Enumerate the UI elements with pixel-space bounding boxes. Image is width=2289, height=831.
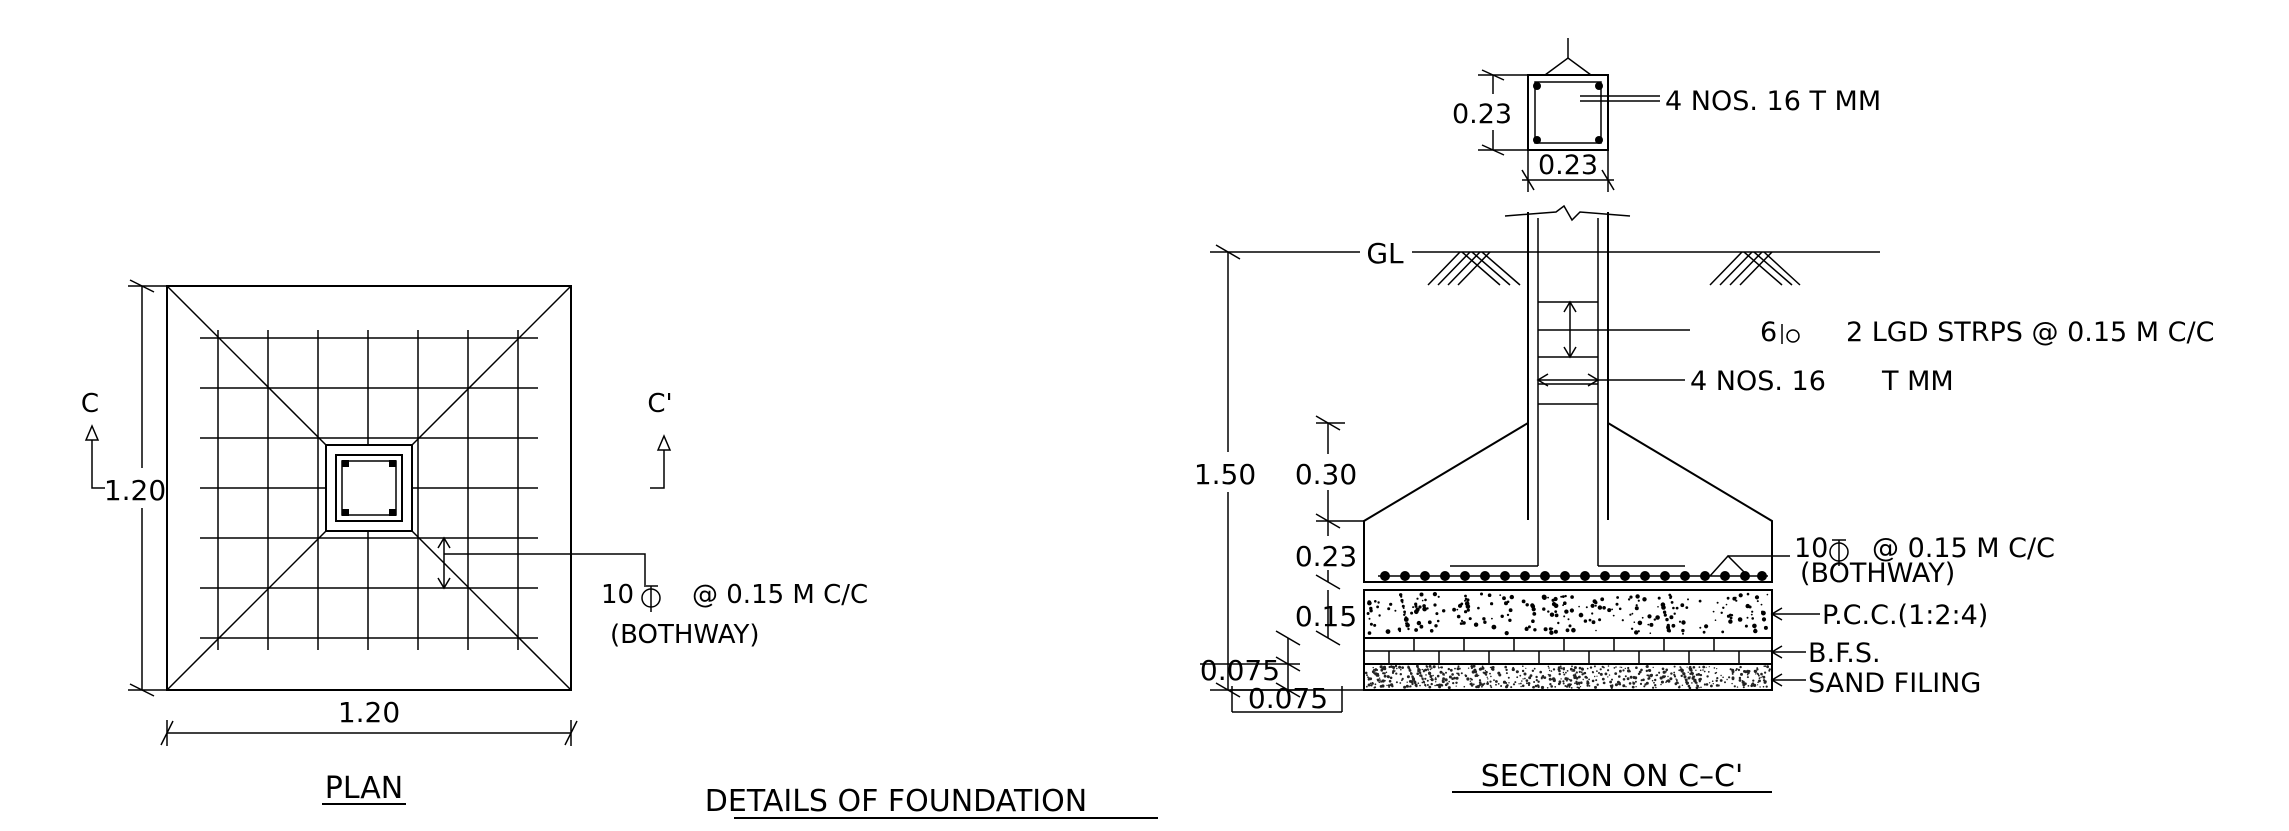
sand-stipple [1364,664,1771,690]
plan-spacing-arrow [437,577,451,590]
plan-footing-outline [166,285,572,691]
plan-view: 1.20 1.20 C C' 10 @ 0.15 M C/C (BOTHWAY)… [81,279,868,806]
earth-hatch [1427,251,1801,286]
plan-column-tie [341,460,397,516]
plan-rebar-label-size: 10 [601,580,634,610]
dim-slope: 0.30 [1295,458,1357,491]
diameter-symbol [641,585,661,612]
mild-steel-symbol [1781,324,1800,344]
dim-sand: 0.075 [1248,682,1328,715]
section-line-left [91,440,105,489]
plan-hip-line [401,285,572,456]
diameter-symbol [1829,539,1849,566]
plan-rebar-label-spacing: @ 0.15 M C/C [692,580,868,610]
plan-dim-horizontal: 1.20 [338,696,400,729]
plan-spacing-arrow [437,536,451,549]
column-dim-vertical: 0.23 [1452,99,1512,130]
plan-caption: PLAN [325,771,403,806]
stirrups-label-size: 6 [1760,317,1777,348]
gl-label: GL [1366,237,1404,270]
stirrups-label-text: 2 LGD STRPS @ 0.15 M C/C [1846,317,2214,348]
plan-dim-vertical: 1.20 [104,474,166,507]
section-mark-left: C [81,389,99,419]
bfs-label: B.F.S. [1808,638,1881,669]
dim-base: 0.23 [1295,540,1357,573]
column-bars-2-label: 4 NOS. 16 [1690,366,1826,397]
footing-bars-size: 10 [1794,533,1828,564]
column-bars-label: 4 NOS. 16 T MM [1665,86,1881,117]
column-section-bar [1533,136,1541,144]
bfs-brick-joints [1364,638,1772,664]
section-line-right [650,450,665,489]
section-arrow-left [84,424,100,441]
footing-bars-bothway: (BOTHWAY) [1800,558,1955,589]
column-section-bar [1595,136,1603,144]
dim-pcc: 0.15 [1295,600,1357,633]
column-stirrups [1538,301,1598,405]
plan-rebar-label-bothway: (BOTHWAY) [610,620,760,650]
column-tie-hook [1544,57,1592,76]
column-section-outline [1527,74,1609,151]
main-title: DETAILS OF FOUNDATION [705,784,1087,819]
column-bars-2-unit: T MM [1881,366,1954,397]
plan-rebar-leader [444,553,646,585]
footing-bars-spacing: @ 0.15 M C/C [1872,533,2055,564]
section-mark-right: C' [647,389,672,419]
plan-column-bar [342,509,349,516]
plan-column-bar [342,460,349,467]
column-section-tie [1534,81,1602,144]
section-caption: SECTION ON C–C' [1481,759,1743,794]
section-arrow-right [656,434,672,451]
plan-rebar-grid [200,330,538,650]
column-section-bar [1595,82,1603,90]
sand-label: SAND FILING [1808,668,1981,699]
dim-bfs: 0.075 [1200,654,1280,687]
pcc-speckle [1366,592,1769,636]
dim-total: 1.50 [1194,458,1256,491]
plan-hip-line [401,520,572,691]
column-dim-horizontal: 0.23 [1538,150,1598,181]
plan-column-bar [389,460,396,467]
plan-column-bar [389,509,396,516]
footing-outline [1363,422,1773,583]
section-view: 4 NOS. 16 T MM 0.23 0.23 GL [1192,38,2214,794]
footing-bar-dots [1380,571,1767,581]
pcc-label: P.C.C.(1:2:4) [1822,600,1988,631]
plan-hip-line [166,285,337,456]
column-section-bar [1533,82,1541,90]
column-break-symbol [1504,204,1631,222]
plan-hip-line [166,520,337,691]
